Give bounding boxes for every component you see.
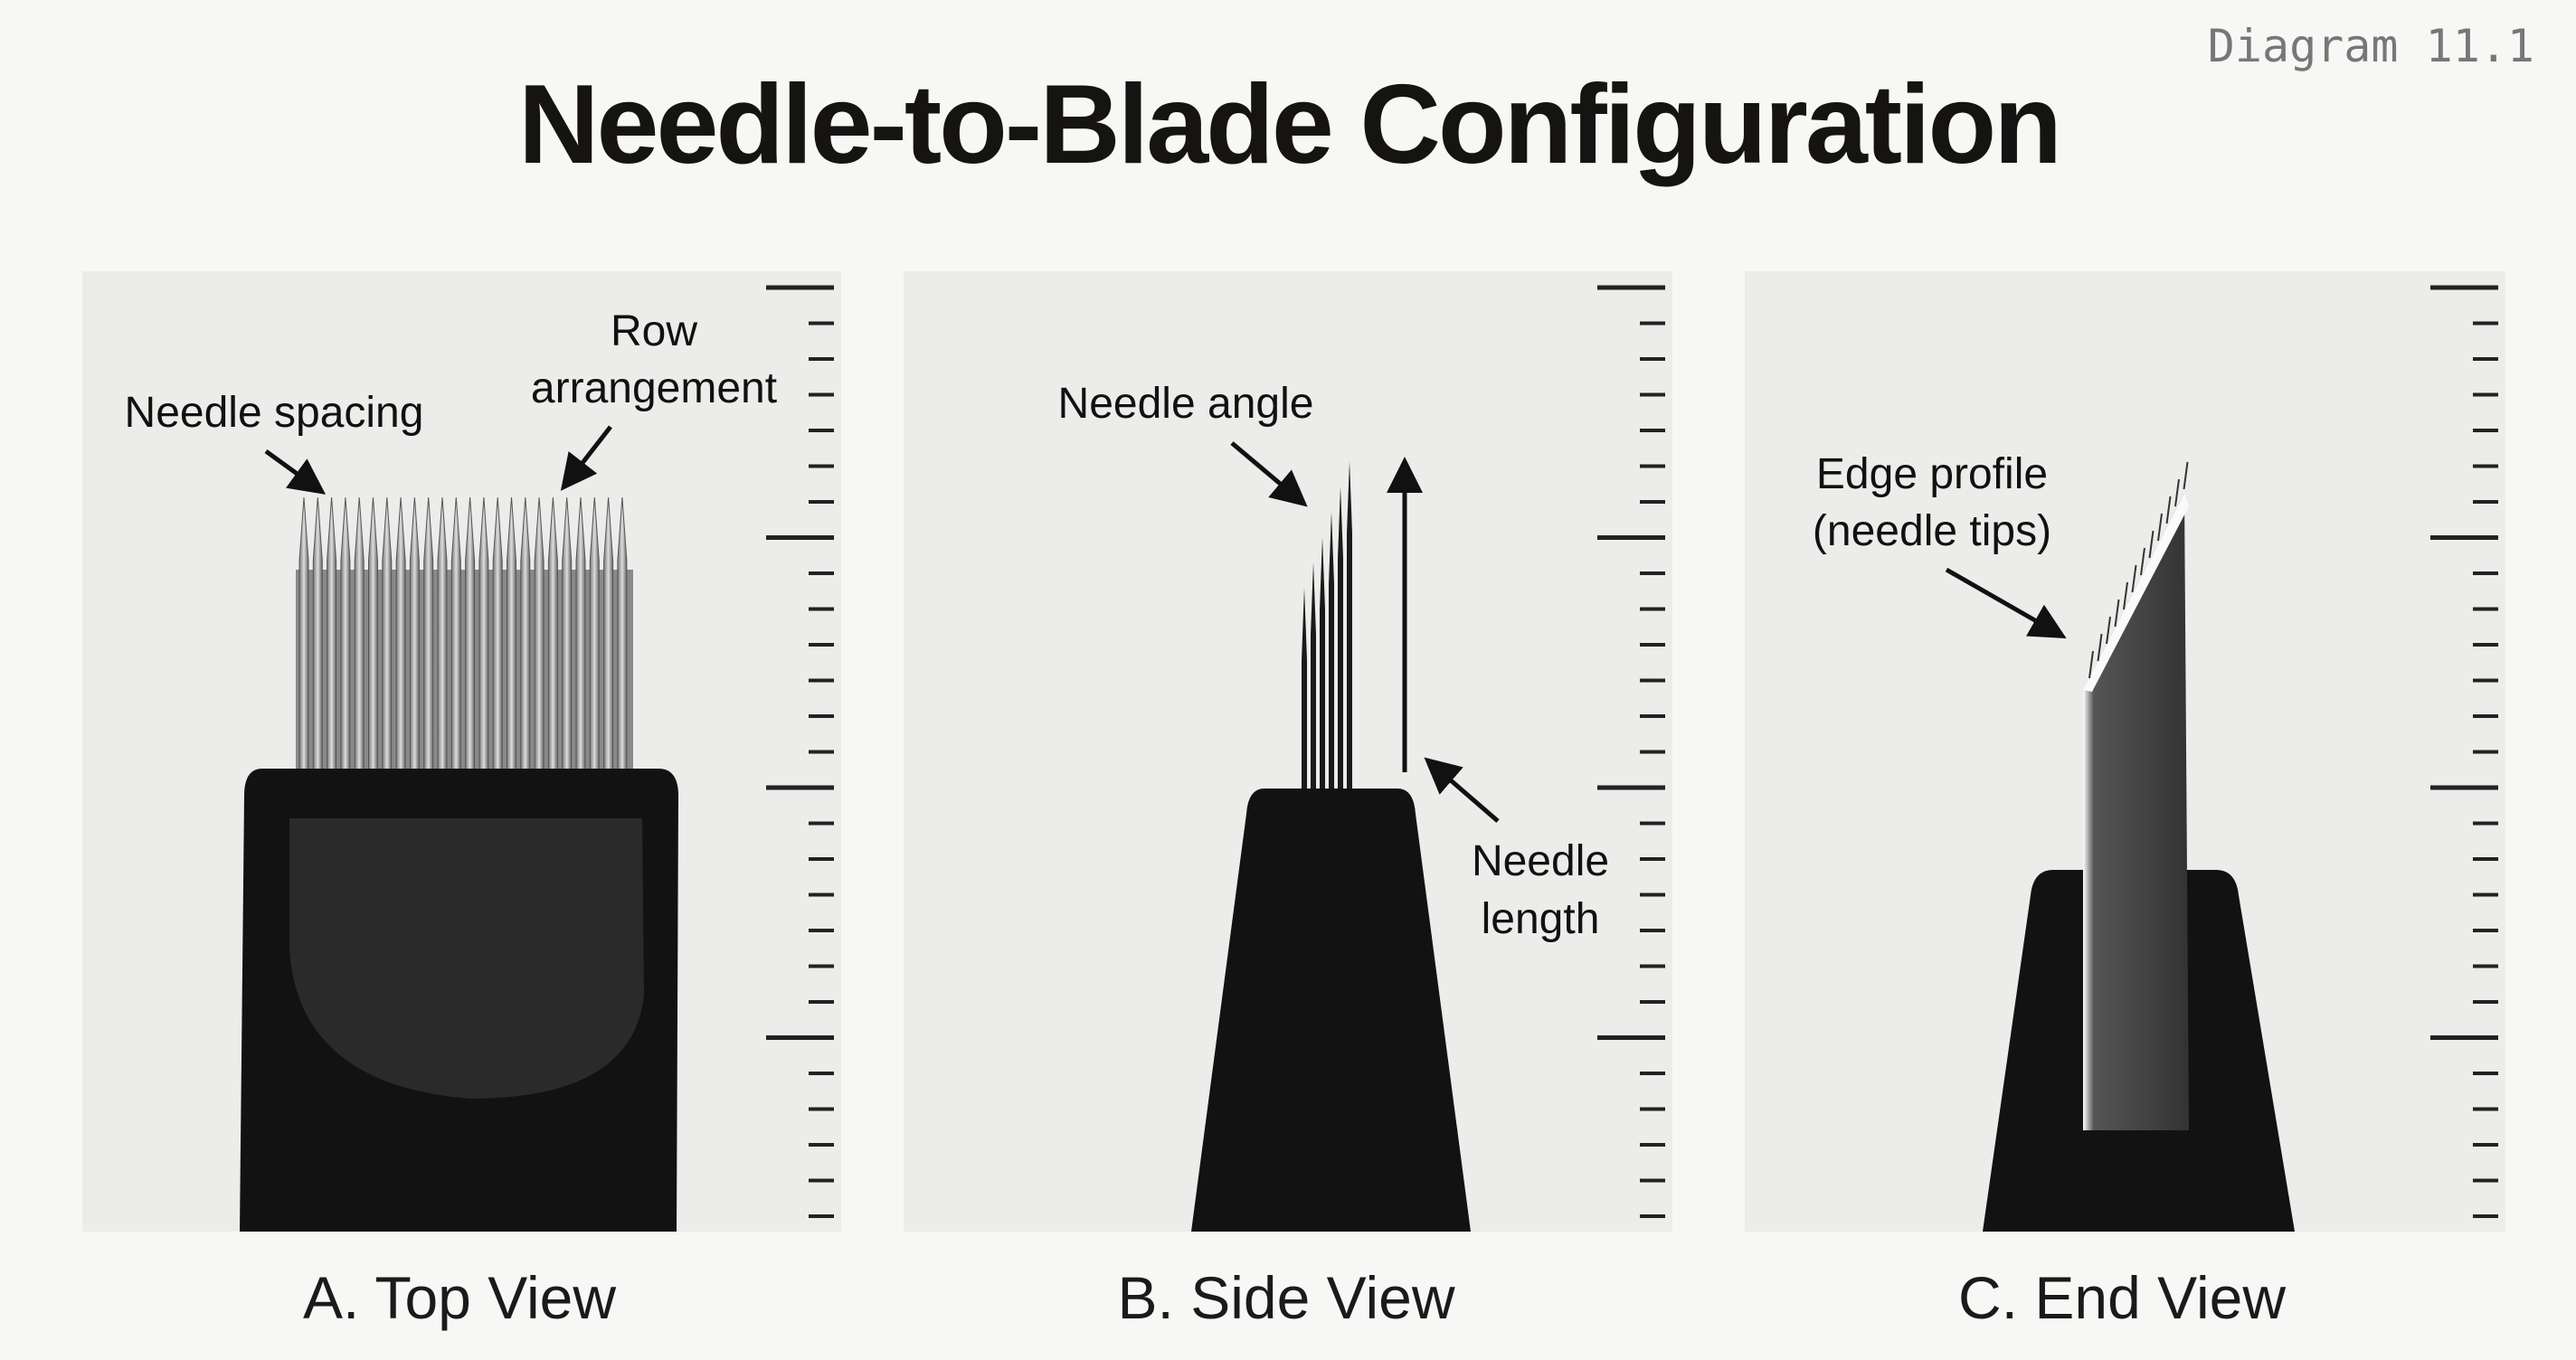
annotation-needle-tips: (needle tips) [1813,507,2051,555]
needle [409,496,420,774]
needle [382,496,393,774]
ruler [766,285,834,1218]
panel-side-view: Needle angle Needle length B. Side View [904,271,1672,1331]
needle-tip [2140,547,2145,576]
arrow-icon [1424,757,1500,823]
needle [534,496,545,774]
ruler [1597,285,1665,1218]
needle [298,496,309,774]
needle [423,496,434,774]
needle [340,496,351,774]
needle [465,496,476,774]
annotation-edge-profile: Edge profile [1816,450,2048,498]
needle [507,496,516,774]
needle [520,496,531,774]
needle [603,496,614,774]
needle [354,496,365,774]
page-title: Needle-to-Blade Configuration [518,62,2060,187]
arrow-icon [264,449,327,495]
diagram-number: Diagram 11.1 [2208,20,2534,72]
needle [395,496,406,774]
needle-tip [2106,616,2111,645]
needle-array [296,496,633,774]
annotation-length: length [1482,895,1600,943]
cartridge-grip [289,818,644,1099]
annotation-arrangement: arrangement [531,364,777,412]
needle [547,496,558,774]
needle [327,496,337,774]
caption-side-view: B. Side View [1118,1264,1455,1331]
needle-tip [2148,530,2155,559]
needle [437,496,448,774]
annotation-needle-angle: Needle angle [1058,380,1314,428]
needle [617,496,628,774]
needle [575,496,586,774]
needle [589,496,600,774]
arrow-icon [1945,567,2067,638]
caption-top-view: A. Top View [303,1264,616,1331]
annotation-needle: Needle [1472,837,1609,885]
needle-tip [2165,496,2172,524]
needle [368,496,378,774]
needle-tip [2114,599,2120,628]
needle [492,496,503,774]
panel-top-view: Needle spacing Row arrangement A. Top Vi… [82,271,841,1331]
needle-tip [2088,650,2094,679]
needle-tip [2123,581,2128,610]
needle [478,496,489,774]
needle-tips [2088,461,2189,679]
needle [450,496,461,774]
needle [562,496,573,774]
needle-tip [2174,478,2180,507]
ruler [2430,285,2498,1218]
needle-tip [2183,461,2189,490]
needle-tip [2097,633,2103,662]
blade-edge [2083,493,2189,692]
panel-end-view: Edge profile (needle tips) C. End View [1745,271,2505,1331]
arrow-icon [1230,441,1308,507]
cartridge-handle [1191,789,1471,1232]
needle-tip [2131,564,2137,593]
needle [312,496,323,774]
annotation-row: Row [611,307,697,355]
needle-tip [2157,513,2163,542]
annotation-needle-spacing: Needle spacing [125,389,424,437]
arrow-icon [560,425,612,491]
caption-end-view: C. End View [1958,1264,2286,1331]
